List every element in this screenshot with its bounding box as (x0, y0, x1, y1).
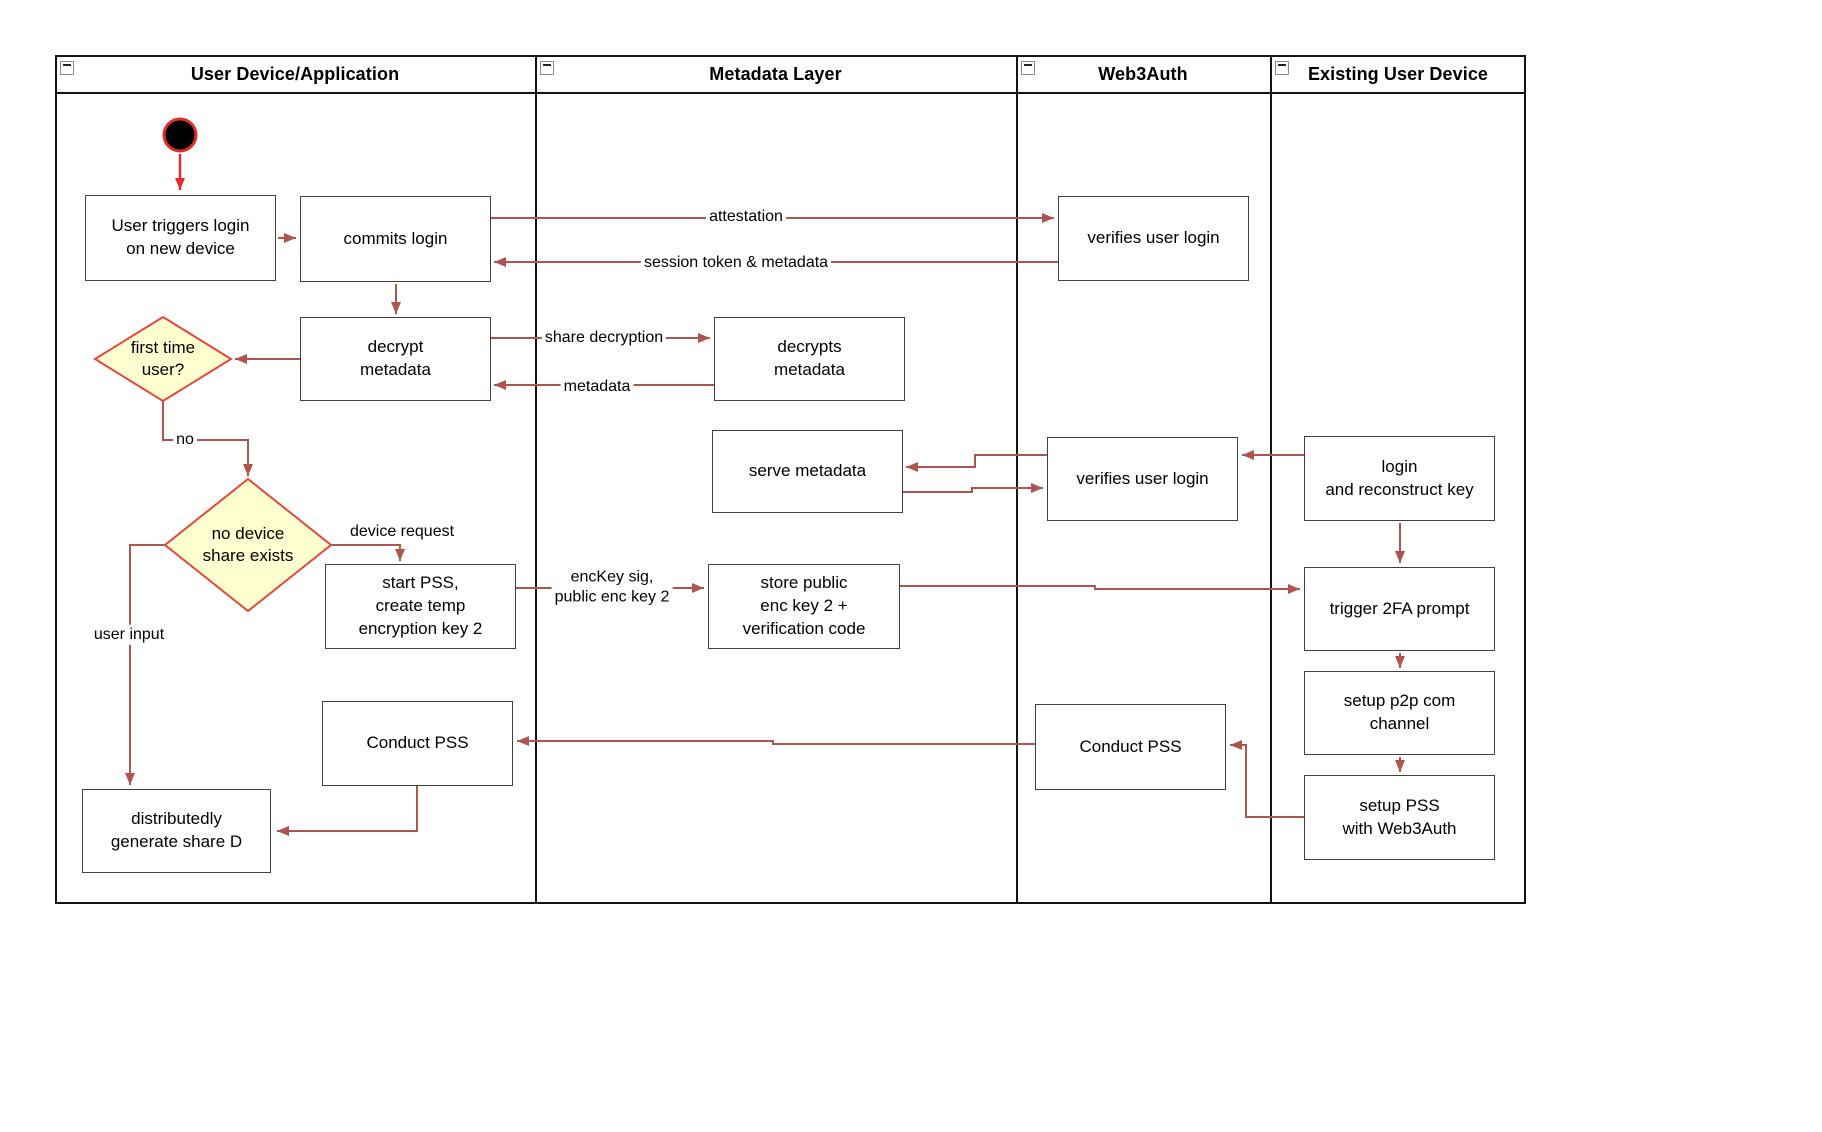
node-conduct-pss-web3auth: Conduct PSS (1035, 704, 1226, 790)
lane-title: Metadata Layer (709, 63, 842, 84)
lane-header-user-device-application: User Device/Application (55, 57, 535, 91)
collapse-lane-icon[interactable] (60, 61, 74, 75)
node-commits-login: commits login (300, 196, 491, 282)
edge-label-metadata: metadata (560, 376, 634, 398)
node-label: serve metadata (748, 461, 867, 481)
edge-conductuser-to-distributedly (277, 786, 418, 836)
minus-icon (1024, 64, 1032, 66)
node-label: start PSS, create temp encryption key 2 (358, 573, 483, 638)
node-label: decrypts metadata (774, 337, 845, 379)
lane-separator (535, 55, 537, 904)
node-login-reconstruct: login and reconstruct key (1304, 436, 1495, 521)
node-label: verifies user login (1076, 468, 1209, 488)
node-setup-pss: setup PSS with Web3Auth (1304, 775, 1495, 860)
lane-title: Existing User Device (1307, 63, 1489, 84)
start-node (162, 117, 198, 153)
node-setup-p2p: setup p2p com channel (1304, 671, 1495, 755)
node-serve-metadata: serve metadata (712, 430, 903, 513)
edge-label-attestation: attestation (706, 206, 786, 228)
lane-header-web3auth: Web3Auth (1016, 57, 1270, 91)
decision-no-device-share (163, 477, 333, 613)
decision-label-first-time-user: first time user? (130, 337, 196, 379)
edge-verifies2-to-serve (906, 454, 1047, 472)
lane-title: Web3Auth (1098, 63, 1188, 84)
node-verifies-user-login-1: verifies user login (1058, 196, 1249, 281)
node-decrypt-metadata: decrypt metadata (300, 317, 491, 401)
node-trigger-2fa: trigger 2FA prompt (1304, 567, 1495, 651)
node-label: trigger 2FA prompt (1329, 598, 1470, 618)
node-user-triggers-login: User triggers login on new device (85, 195, 276, 281)
node-distributedly-generate: distributedly generate share D (82, 789, 271, 873)
node-label: Conduct PSS (1079, 736, 1182, 756)
minus-icon (63, 64, 71, 66)
collapse-lane-icon[interactable] (540, 61, 554, 75)
lane-separator (1016, 55, 1018, 904)
decision-first-time-user (93, 315, 233, 403)
edge-label-device-request: device request (346, 521, 458, 543)
node-label: setup p2p com channel (1343, 691, 1456, 733)
lane-separator (1270, 55, 1272, 904)
edge-conductweb3-to-conductuser (517, 736, 1035, 746)
edge-setuppss-to-conductweb3 (1230, 740, 1304, 818)
lane-title: User Device/Application (190, 63, 400, 84)
node-start-pss: start PSS, create temp encryption key 2 (325, 564, 516, 649)
collapse-lane-icon[interactable] (1275, 61, 1289, 75)
node-label: Conduct PSS (366, 733, 469, 753)
collapse-lane-icon[interactable] (1021, 61, 1035, 75)
node-verifies-user-login-2: verifies user login (1047, 437, 1238, 521)
node-label: User triggers login on new device (111, 216, 250, 258)
node-label: decrypt metadata (360, 337, 431, 379)
edge-label-enckey-sig: encKey sig, public enc key 2 (551, 567, 673, 609)
lane-header-metadata-layer: Metadata Layer (535, 57, 1016, 91)
minus-icon (1278, 64, 1286, 66)
edge-store-to-2fa (900, 584, 1300, 594)
node-label: login and reconstruct key (1325, 456, 1474, 499)
node-label: setup PSS with Web3Auth (1342, 795, 1457, 838)
edge-device-request (331, 544, 405, 561)
node-label: distributedly generate share D (110, 809, 243, 851)
minus-icon (543, 64, 551, 66)
edge-user-input (125, 544, 165, 785)
edge-label-user-input: user input (90, 624, 168, 646)
node-label: commits login (343, 228, 448, 248)
pool-frame (55, 55, 1526, 904)
edge-label-no: no (173, 429, 197, 451)
node-label: verifies user login (1087, 228, 1220, 248)
edge-label-share-decryption: share decryption (541, 327, 667, 349)
node-store-public-key: store public enc key 2 + verification co… (708, 564, 900, 649)
decision-label-no-device-share: no device share exists (202, 523, 294, 565)
node-decrypts-metadata: decrypts metadata (714, 317, 905, 401)
node-conduct-pss-user: Conduct PSS (322, 701, 513, 786)
edge-serve-to-verifies2 (903, 483, 1043, 493)
edge-label-session-token: session token & metadata (640, 252, 832, 274)
edge-no-branch (162, 401, 253, 476)
lane-header-existing-user-device: Existing User Device (1270, 57, 1526, 91)
node-label: store public enc key 2 + verification co… (742, 573, 866, 638)
header-separator (55, 92, 1526, 94)
